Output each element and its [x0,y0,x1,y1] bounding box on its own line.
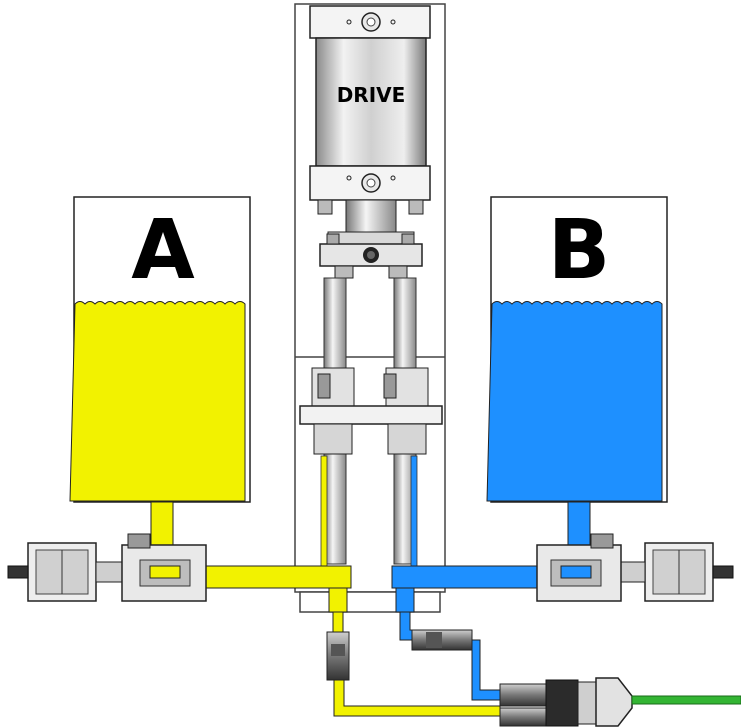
tank-b-label: B [548,203,611,298]
tank-b: B [486,196,668,503]
valve-icon [536,533,734,602]
drive-label: DRIVE [337,83,406,107]
drive-cylinder: DRIVE [309,5,431,233]
pump-glands [299,367,443,455]
valve-icon [7,533,207,602]
tank-a-label: A [131,203,195,298]
static-mixer-icon [499,677,741,727]
fluid-hose-icon [326,629,473,681]
pump-yoke [319,231,423,279]
tank-a: A [69,196,251,503]
